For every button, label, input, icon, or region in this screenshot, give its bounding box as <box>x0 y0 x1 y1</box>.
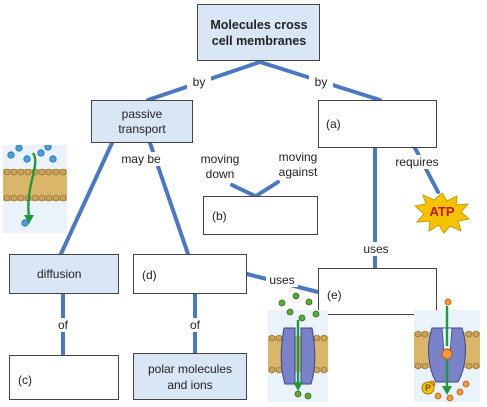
node-passive-transport <box>91 100 193 143</box>
node-a <box>318 100 437 148</box>
link-label-by-right: by <box>309 75 333 89</box>
link-label-requires: requires <box>392 155 442 169</box>
node-c-label: (c) <box>18 373 32 387</box>
link-label-may-be: may be <box>114 152 168 166</box>
node-title <box>197 4 320 61</box>
node-title-label: Molecules cross cell membranes <box>210 18 308 48</box>
line-passive-to-diffusion <box>58 141 114 258</box>
channel-protein-illustration <box>268 292 328 402</box>
node-diffusion-label: diffusion <box>37 267 82 281</box>
line-moving-against <box>254 180 280 198</box>
node-c <box>9 355 119 400</box>
link-label-moving-down: moving down <box>196 152 244 182</box>
node-diffusion <box>9 254 119 294</box>
link-label-uses-a: uses <box>360 242 392 256</box>
atp-label: ATP <box>429 204 455 219</box>
node-e-label: (e) <box>327 288 342 302</box>
pump-protein-illustration <box>414 298 480 402</box>
node-polar-molecules-ions-label: polar molecules and ions <box>147 362 233 392</box>
node-d <box>133 254 247 294</box>
diffusion-membrane-illustration <box>3 145 67 233</box>
link-label-of-c: of <box>53 318 73 332</box>
link-label-moving-against: moving against <box>270 150 326 180</box>
node-a-label: (a) <box>326 117 341 131</box>
node-e <box>318 268 437 315</box>
link-label-by-left: by <box>187 75 211 89</box>
line-moving-down <box>230 183 258 198</box>
node-d-label: (d) <box>142 268 157 282</box>
atp-burst-icon <box>414 192 470 234</box>
node-passive-transport-label: passive transport <box>118 107 166 136</box>
node-b <box>203 196 318 235</box>
node-polar-molecules-ions <box>133 353 247 400</box>
phosphate-label: P <box>424 383 431 393</box>
link-label-uses-d: uses <box>266 273 298 287</box>
link-label-of-polar: of <box>185 318 205 332</box>
node-b-label: (b) <box>212 209 227 223</box>
